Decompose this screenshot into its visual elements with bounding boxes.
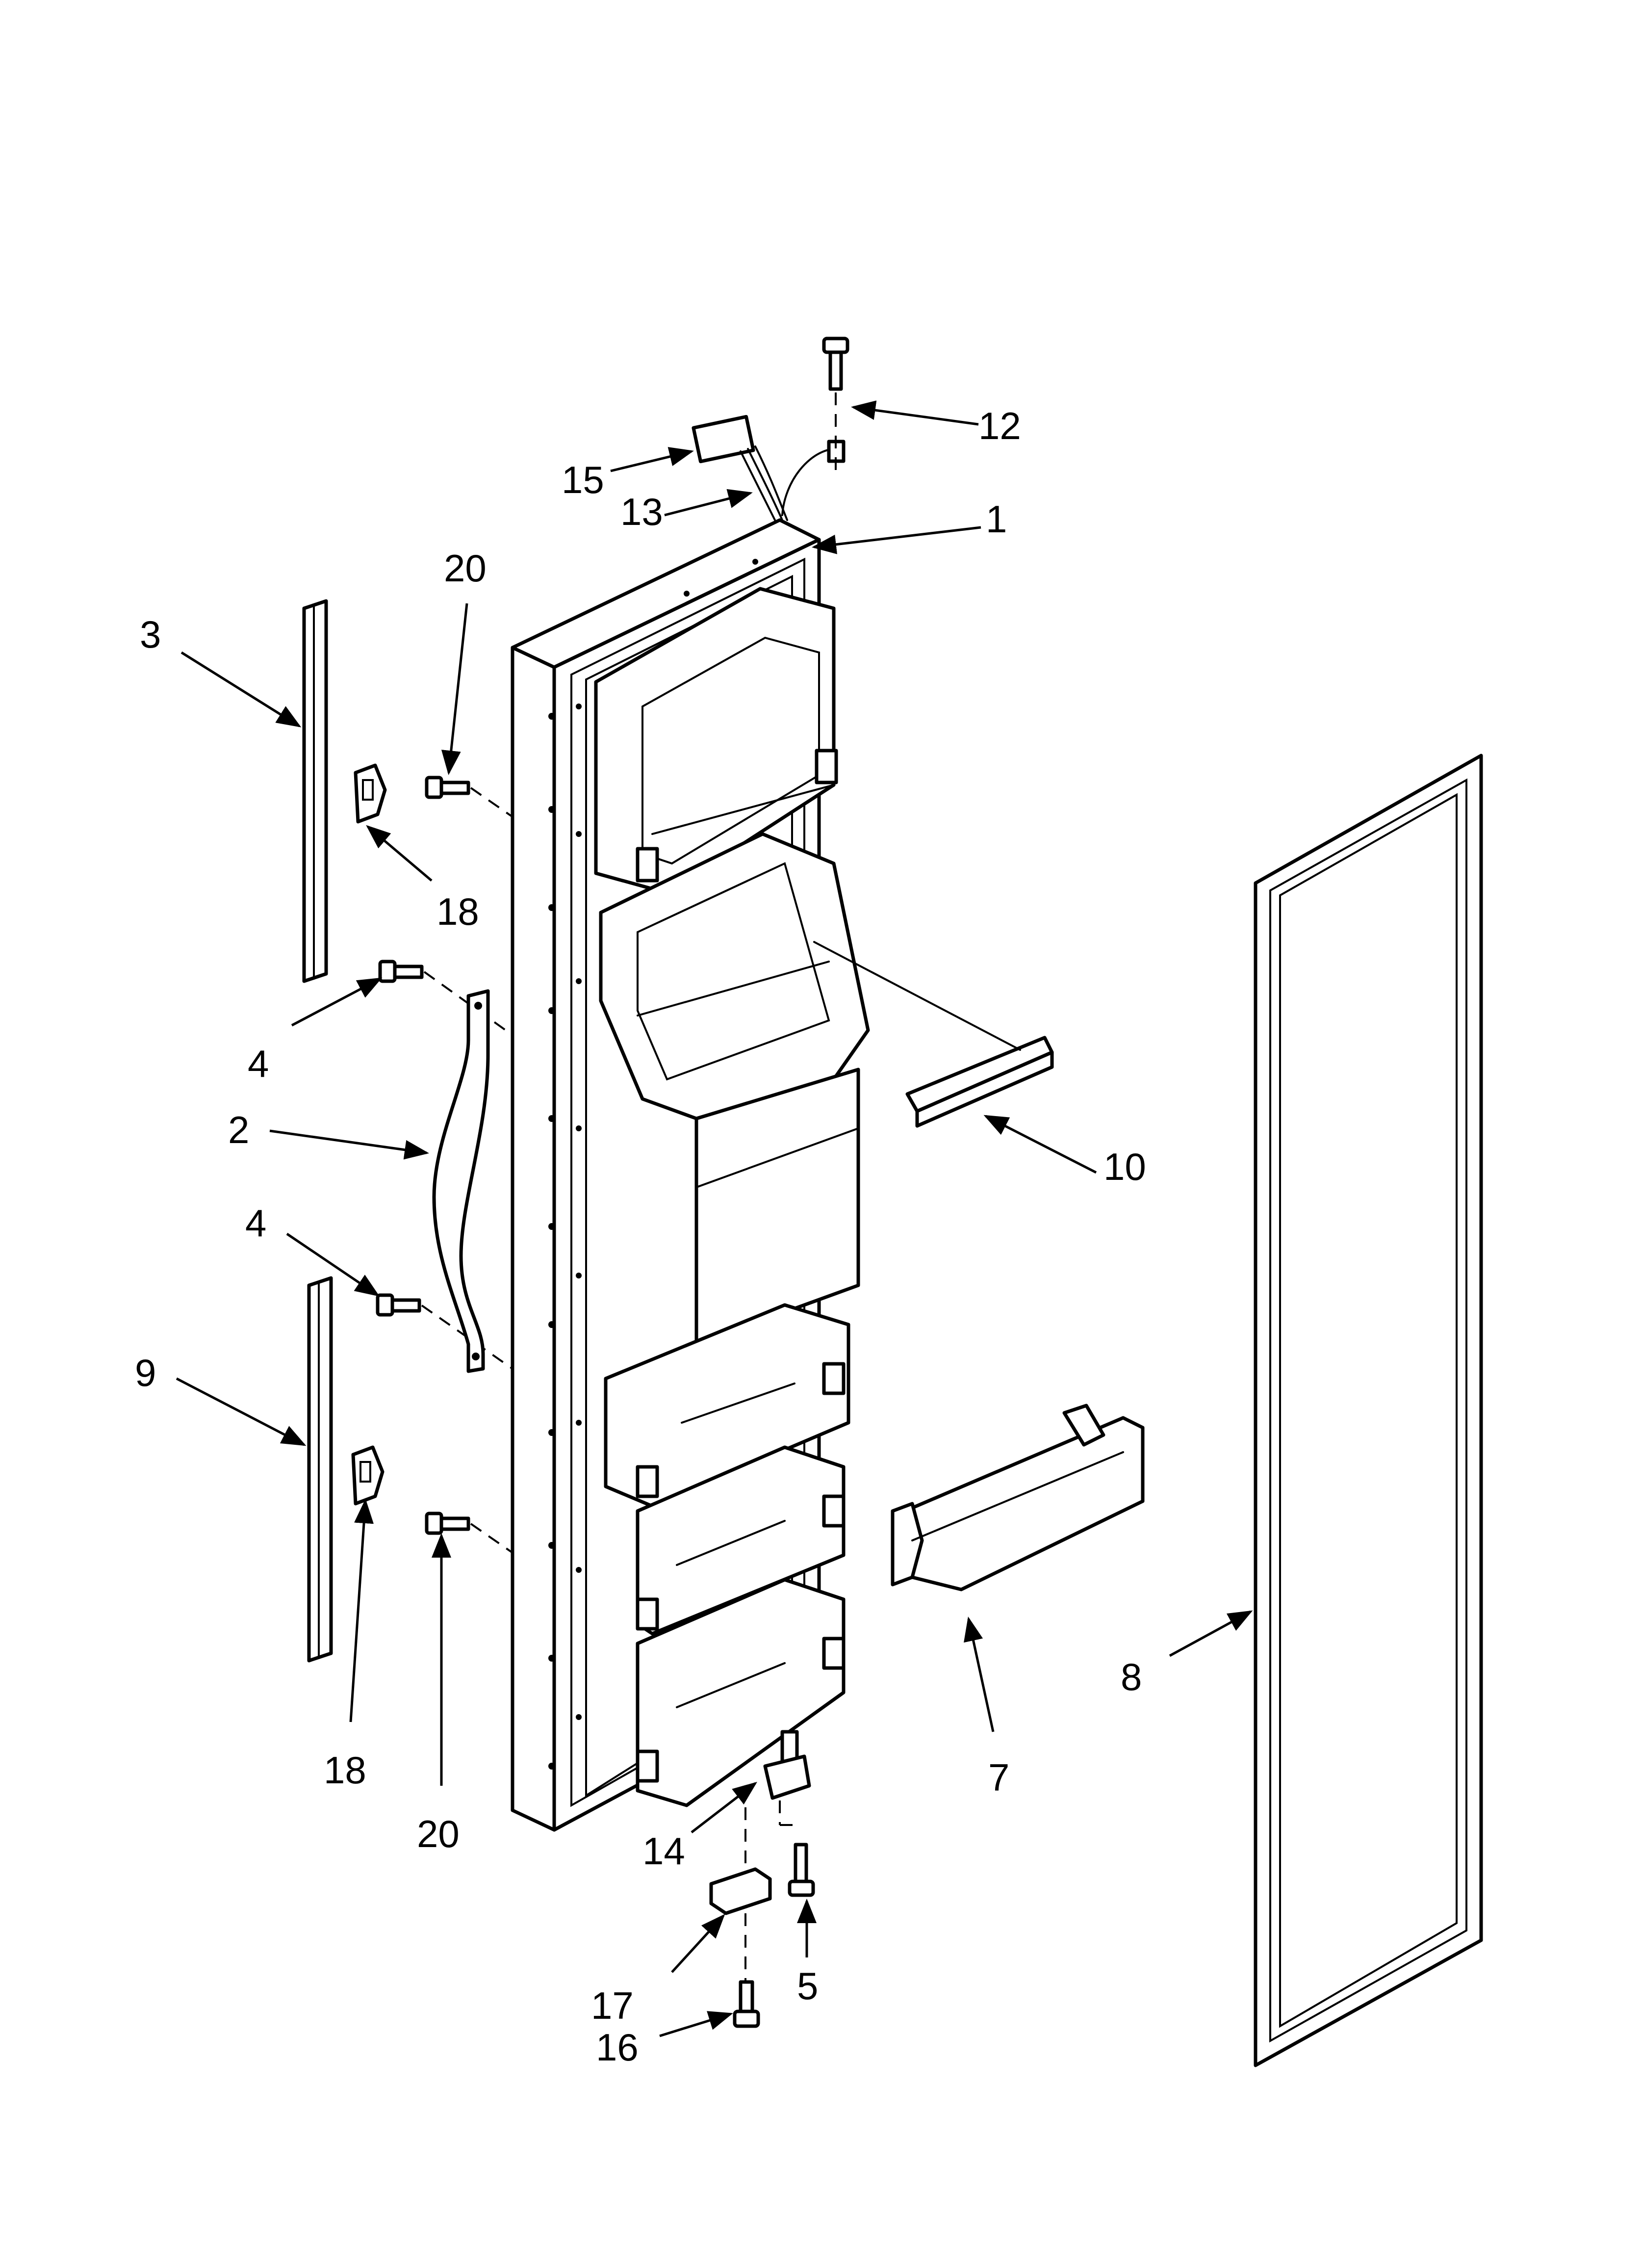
callout-10: 10 (1103, 1145, 1146, 1188)
callout-5: 5 (797, 1964, 818, 2007)
callout-7: 7 (988, 1756, 1009, 1799)
dispenser-trim-bracket (813, 941, 1054, 1128)
screw-lower-20 (425, 1512, 513, 1554)
callout-1: 1 (986, 497, 1007, 541)
callout-12: 12 (978, 404, 1021, 447)
hinge-screw-5 (788, 1843, 815, 1897)
upper-trim-clip (354, 763, 387, 824)
callout-18-lower: 18 (324, 1748, 366, 1792)
hinge-screw-16 (733, 1980, 760, 2028)
lower-trim-clip (351, 1445, 385, 1506)
screw-upper-20 (425, 776, 513, 818)
wire-harness (692, 415, 846, 521)
leader-lines (176, 400, 1253, 2037)
callout-16: 16 (596, 2026, 639, 2069)
top-hinge-screw (822, 337, 849, 476)
top-door-bin (594, 587, 838, 895)
callout-20-upper: 20 (444, 547, 487, 590)
lower-trim-strip (307, 1276, 333, 1663)
callout-4-upper: 4 (248, 1042, 269, 1085)
screw-upper-4 (378, 960, 513, 1036)
callout-18-upper: 18 (436, 890, 479, 933)
callout-3: 3 (140, 613, 161, 656)
door-handle (432, 989, 490, 1373)
hinge-shim (709, 1786, 772, 1982)
dispenser-housing (599, 832, 870, 1346)
callout-17: 17 (591, 1984, 634, 2027)
callout-15: 15 (562, 458, 604, 501)
door-gasket (1254, 754, 1483, 2067)
callout-13: 13 (620, 490, 663, 533)
upper-trim-strip (302, 599, 328, 983)
middle-door-bins (604, 1303, 850, 1807)
door-screw-holes (548, 559, 758, 1770)
callout-4-lower: 4 (245, 1201, 266, 1245)
callout-20-lower: 20 (417, 1812, 460, 1855)
lower-hinge-pin (763, 1730, 811, 1826)
callout-2: 2 (228, 1108, 249, 1151)
callout-8: 8 (1121, 1655, 1142, 1698)
callout-9: 9 (135, 1351, 156, 1394)
callout-labels: 12 15 13 1 20 3 18 4 2 10 4 9 8 7 18 20 … (135, 404, 1146, 2069)
door-bin (891, 1404, 1145, 1591)
callout-14: 14 (642, 1829, 685, 1873)
screw-lower-4 (376, 1293, 513, 1370)
